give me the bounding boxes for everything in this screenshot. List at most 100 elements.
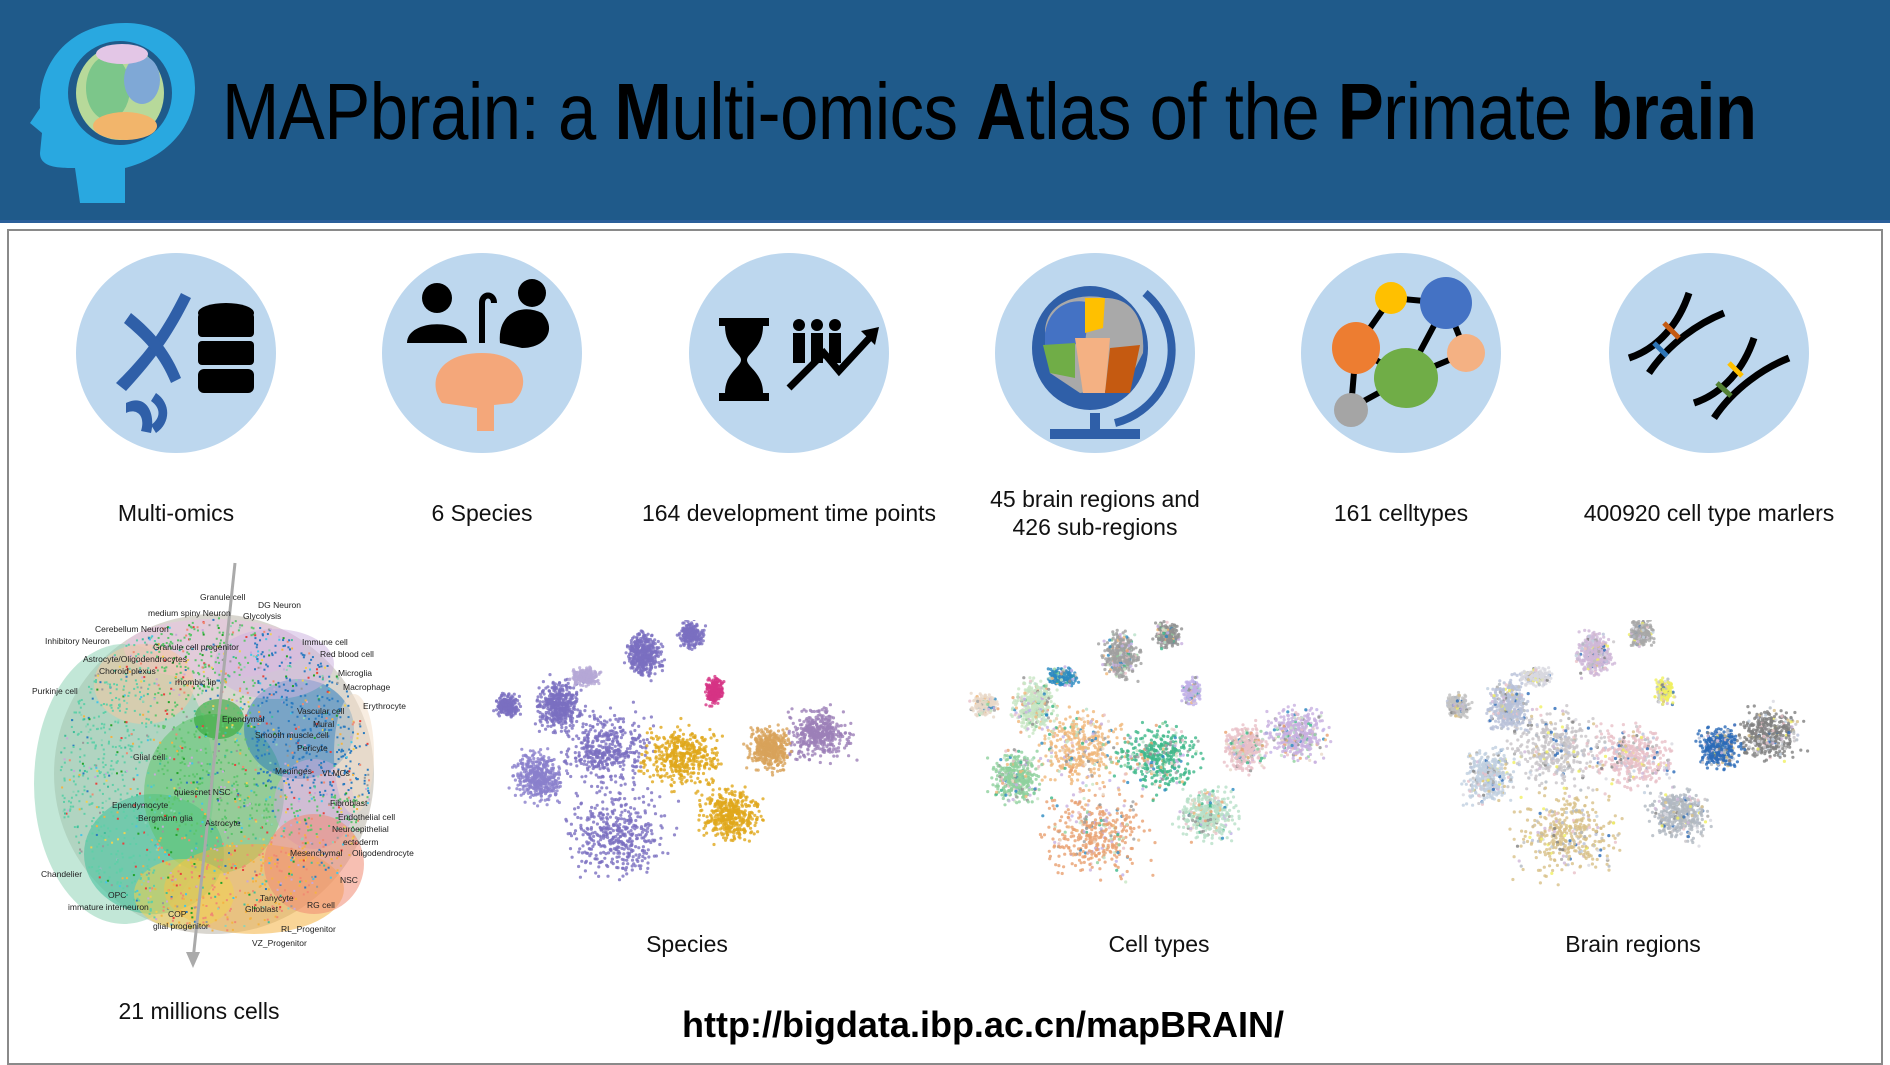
umap-dot [738, 816, 742, 820]
globe-dot [113, 669, 116, 672]
globe-dot [201, 781, 204, 784]
globe-dot [193, 714, 196, 717]
umap-dot [623, 803, 627, 807]
globe-dot [245, 714, 248, 717]
globe-dot [258, 853, 261, 856]
title-segment: MAPbrain: a [222, 67, 615, 156]
globe-dot [95, 825, 98, 828]
umap-dot [530, 778, 534, 782]
umap-dot [565, 684, 569, 688]
umap-dot [540, 775, 544, 779]
umap-dot [556, 683, 560, 687]
globe-dot [306, 747, 309, 750]
globe-dot [183, 741, 186, 744]
globe-dot [172, 726, 175, 729]
globe-dot [257, 804, 260, 807]
globe-dot [330, 796, 333, 799]
globe-dot [281, 847, 284, 850]
globe-dot [314, 875, 317, 878]
umap-dot [716, 816, 720, 820]
globe-dot [180, 781, 183, 784]
umap-dot [552, 705, 556, 709]
umap-dot [637, 855, 641, 859]
umap-dot [546, 786, 550, 790]
umap-dot [658, 842, 662, 847]
umap-dot [656, 737, 660, 741]
globe-dot [140, 696, 143, 699]
feature-label-line: 426 sub-regions [1012, 514, 1178, 540]
globe-dot [141, 638, 144, 641]
umap-dot [660, 750, 664, 754]
globe-dot [237, 666, 240, 669]
globe-dot [147, 880, 150, 883]
umap-dot [526, 787, 530, 791]
globe-dot [246, 880, 249, 883]
globe-dot [244, 891, 247, 894]
umap-dot [611, 729, 615, 733]
globe-dot [204, 747, 207, 750]
globe-cell-type-label: Endothelial cell [338, 812, 396, 822]
umap-dot [642, 851, 646, 855]
globe-dot [167, 626, 170, 629]
globe-dot [257, 691, 260, 694]
globe-dot [144, 821, 147, 824]
globe-dot [156, 701, 159, 704]
globe-dot [177, 783, 180, 786]
globe-dot [336, 736, 339, 739]
globe-dot [91, 793, 94, 796]
globe-dot [264, 784, 267, 787]
globe-dot [170, 647, 173, 650]
globe-dot [98, 843, 101, 846]
umap-dot [565, 819, 569, 823]
globe-dot [276, 862, 279, 865]
globe-dot [67, 809, 70, 812]
globe-dot [313, 736, 316, 739]
globe-dot [313, 799, 316, 802]
umap-dot [575, 794, 580, 798]
umap-dot [725, 836, 729, 840]
globe-dot [178, 799, 181, 802]
globe-dot [272, 728, 275, 731]
umap-dot [669, 765, 673, 769]
umap-dot [626, 755, 630, 759]
globe-dot [315, 711, 318, 714]
umap-dot [515, 787, 519, 791]
globe-dot [224, 809, 227, 812]
globe-dot [218, 743, 221, 746]
globe-dot [138, 854, 141, 857]
globe-dot [133, 880, 136, 883]
umap-dot [594, 773, 598, 777]
globe-dot [71, 719, 74, 722]
umap-dot [584, 754, 588, 758]
globe-dot [208, 665, 211, 668]
umap-dot [567, 735, 571, 739]
globe-dot [276, 916, 279, 919]
globe-cell-type-label: Fibroblast [330, 798, 368, 808]
globe-dot [85, 840, 88, 843]
globe-dot [94, 681, 97, 684]
globe-dot [126, 728, 129, 731]
globe-dot [217, 661, 220, 664]
umap-dot [818, 760, 822, 765]
globe-dot [322, 812, 325, 815]
umap-dot [593, 830, 597, 834]
globe-dot [257, 723, 260, 726]
umap-dot [547, 794, 551, 799]
globe-dot [68, 778, 71, 781]
umap-dot [632, 780, 636, 784]
globe-dot [82, 718, 85, 721]
globe-dot [231, 928, 234, 931]
umap-dot [565, 702, 570, 706]
umap-dot [744, 798, 748, 802]
globe-dot [77, 790, 80, 793]
umap-dot [586, 827, 590, 831]
umap-dot [648, 758, 652, 762]
umap-dot [555, 779, 559, 783]
globe-dot [148, 886, 151, 889]
umap-dot [634, 710, 638, 714]
globe-dot [237, 792, 240, 795]
globe-dot [199, 782, 202, 785]
umap-dot [538, 715, 542, 719]
umap-dot [620, 760, 624, 764]
globe-dot [203, 686, 206, 689]
